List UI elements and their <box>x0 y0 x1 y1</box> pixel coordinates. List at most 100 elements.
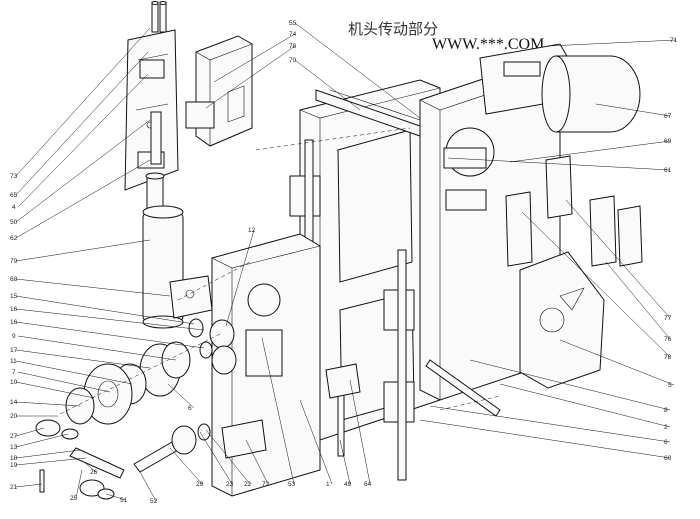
pin-block <box>169 275 213 319</box>
watermark-text: WWW.***.COM <box>432 36 544 53</box>
leader-line-c-69 <box>509 140 671 163</box>
leader-line-c-52 <box>139 471 157 502</box>
crank-parts <box>35 419 211 500</box>
leader-line-c-21 <box>15 483 43 488</box>
leader-line-c-27 <box>15 427 45 437</box>
callout-label-c-1: 1 <box>326 481 330 488</box>
leader-line-c-77 <box>565 199 671 319</box>
callout-label-c-23: 23 <box>226 481 234 488</box>
callout-label-c-16b: 16 <box>10 319 18 326</box>
vent-grilles <box>505 155 643 267</box>
callout-label-c-52: 52 <box>150 498 158 505</box>
vertical-mounting-plate <box>124 29 179 191</box>
callout-label-c-9: 9 <box>12 333 16 340</box>
leader-line-c-9 <box>17 335 177 361</box>
leader-line-c-51 <box>105 493 127 501</box>
callout-label-c-60: 60 <box>664 455 672 462</box>
callout-label-c-51: 51 <box>120 497 128 504</box>
callout-label-c-65: 65 <box>10 192 18 199</box>
leader-line-c-11 <box>15 360 133 385</box>
callout-label-c-55: 55 <box>289 20 297 27</box>
callout-label-c-6m: 6 <box>188 405 192 412</box>
callout-label-c-12: 12 <box>248 227 256 234</box>
leader-line-c-26 <box>83 461 97 473</box>
callout-labels: 5574787071676961777678582660736545062796… <box>10 20 678 505</box>
guide-rods <box>151 1 167 33</box>
callout-label-c-53: 53 <box>288 481 296 488</box>
leader-line-c-74 <box>213 33 296 83</box>
callout-label-c-67: 67 <box>664 113 672 120</box>
leader-line-c-6m <box>167 383 195 409</box>
callout-label-c-4: 4 <box>12 204 16 211</box>
leader-line-c-16a <box>15 308 205 331</box>
leader-line-c-72 <box>245 439 269 485</box>
leader-line-c-73 <box>15 27 151 177</box>
callout-label-c-25: 25 <box>70 495 78 502</box>
callout-label-c-68: 68 <box>10 276 18 283</box>
callout-label-c-19: 19 <box>10 462 18 469</box>
callout-label-c-49: 49 <box>344 481 352 488</box>
callout-label-c-10: 10 <box>10 379 18 386</box>
callout-label-c-5: 5 <box>668 382 672 389</box>
leader-line-c-2 <box>499 383 671 428</box>
gears <box>188 318 237 375</box>
slide-shoe <box>221 419 267 459</box>
leader-line-c-16b <box>15 321 205 349</box>
leader-line-c-18 <box>15 449 81 459</box>
leader-line-c-67 <box>595 103 671 117</box>
callout-label-c-13: 13 <box>10 444 18 451</box>
callout-label-c-15: 15 <box>10 293 18 300</box>
leader-line-c-13 <box>15 433 69 448</box>
leader-line-c-55 <box>294 22 421 119</box>
callout-label-c-11: 11 <box>10 358 17 365</box>
leader-line-c-68 <box>15 278 171 297</box>
leader-line-c-12 <box>225 229 255 327</box>
leader-line-c-62 <box>15 159 151 239</box>
leader-line-c-79 <box>15 239 151 262</box>
leader-line-c-53 <box>261 337 295 485</box>
leader-line-c-1 <box>299 399 333 485</box>
centerlines <box>59 127 501 415</box>
callout-label-c-27: 27 <box>10 433 18 440</box>
leader-line-c-61 <box>447 157 671 171</box>
callout-label-c-18: 18 <box>10 455 18 462</box>
side-gusset-plate <box>519 251 605 389</box>
leader-line-c-64 <box>349 379 371 485</box>
leader-line-c-49 <box>339 439 351 485</box>
leader-line-c-10 <box>15 381 95 399</box>
leader-line-c-78a <box>205 45 296 109</box>
callout-label-c-69: 69 <box>664 138 672 145</box>
callout-label-c-22: 22 <box>244 481 252 488</box>
callout-label-c-62: 62 <box>10 235 18 242</box>
leader-line-c-4 <box>17 73 149 208</box>
leader-line-c-23 <box>199 431 233 485</box>
leader-line-c-15 <box>15 295 195 325</box>
callout-label-c-8: 8 <box>664 407 668 414</box>
leader-line-c-8 <box>469 359 671 411</box>
callout-label-c-61: 61 <box>664 167 672 174</box>
callout-label-c-78a: 78 <box>289 43 297 50</box>
callout-label-c-76: 76 <box>664 336 672 343</box>
leader-line-c-70 <box>294 59 361 111</box>
leader-line-c-76 <box>605 261 671 340</box>
callout-label-c-17: 17 <box>10 347 18 354</box>
leader-line-c-71 <box>547 39 677 47</box>
callout-label-c-72: 72 <box>262 481 270 488</box>
leader-line-c-60 <box>419 419 671 459</box>
callout-label-c-6r: 6 <box>664 439 668 446</box>
leader-line-c-6r <box>429 405 671 443</box>
motor <box>541 55 641 133</box>
leader-line-c-65 <box>15 51 149 196</box>
callout-label-c-79: 79 <box>10 258 18 265</box>
callout-label-c-21: 21 <box>10 484 18 491</box>
callout-label-c-50: 50 <box>10 219 18 226</box>
leader-line-c-25 <box>75 469 83 499</box>
leader-line-c-14 <box>15 401 81 407</box>
callout-label-c-20: 20 <box>10 413 18 420</box>
leader-line-c-22 <box>205 429 251 485</box>
callout-label-c-74: 74 <box>289 31 297 38</box>
callout-label-c-26: 26 <box>90 469 98 476</box>
bearing-flange <box>65 341 191 425</box>
callout-label-c-78b: 78 <box>664 354 672 361</box>
